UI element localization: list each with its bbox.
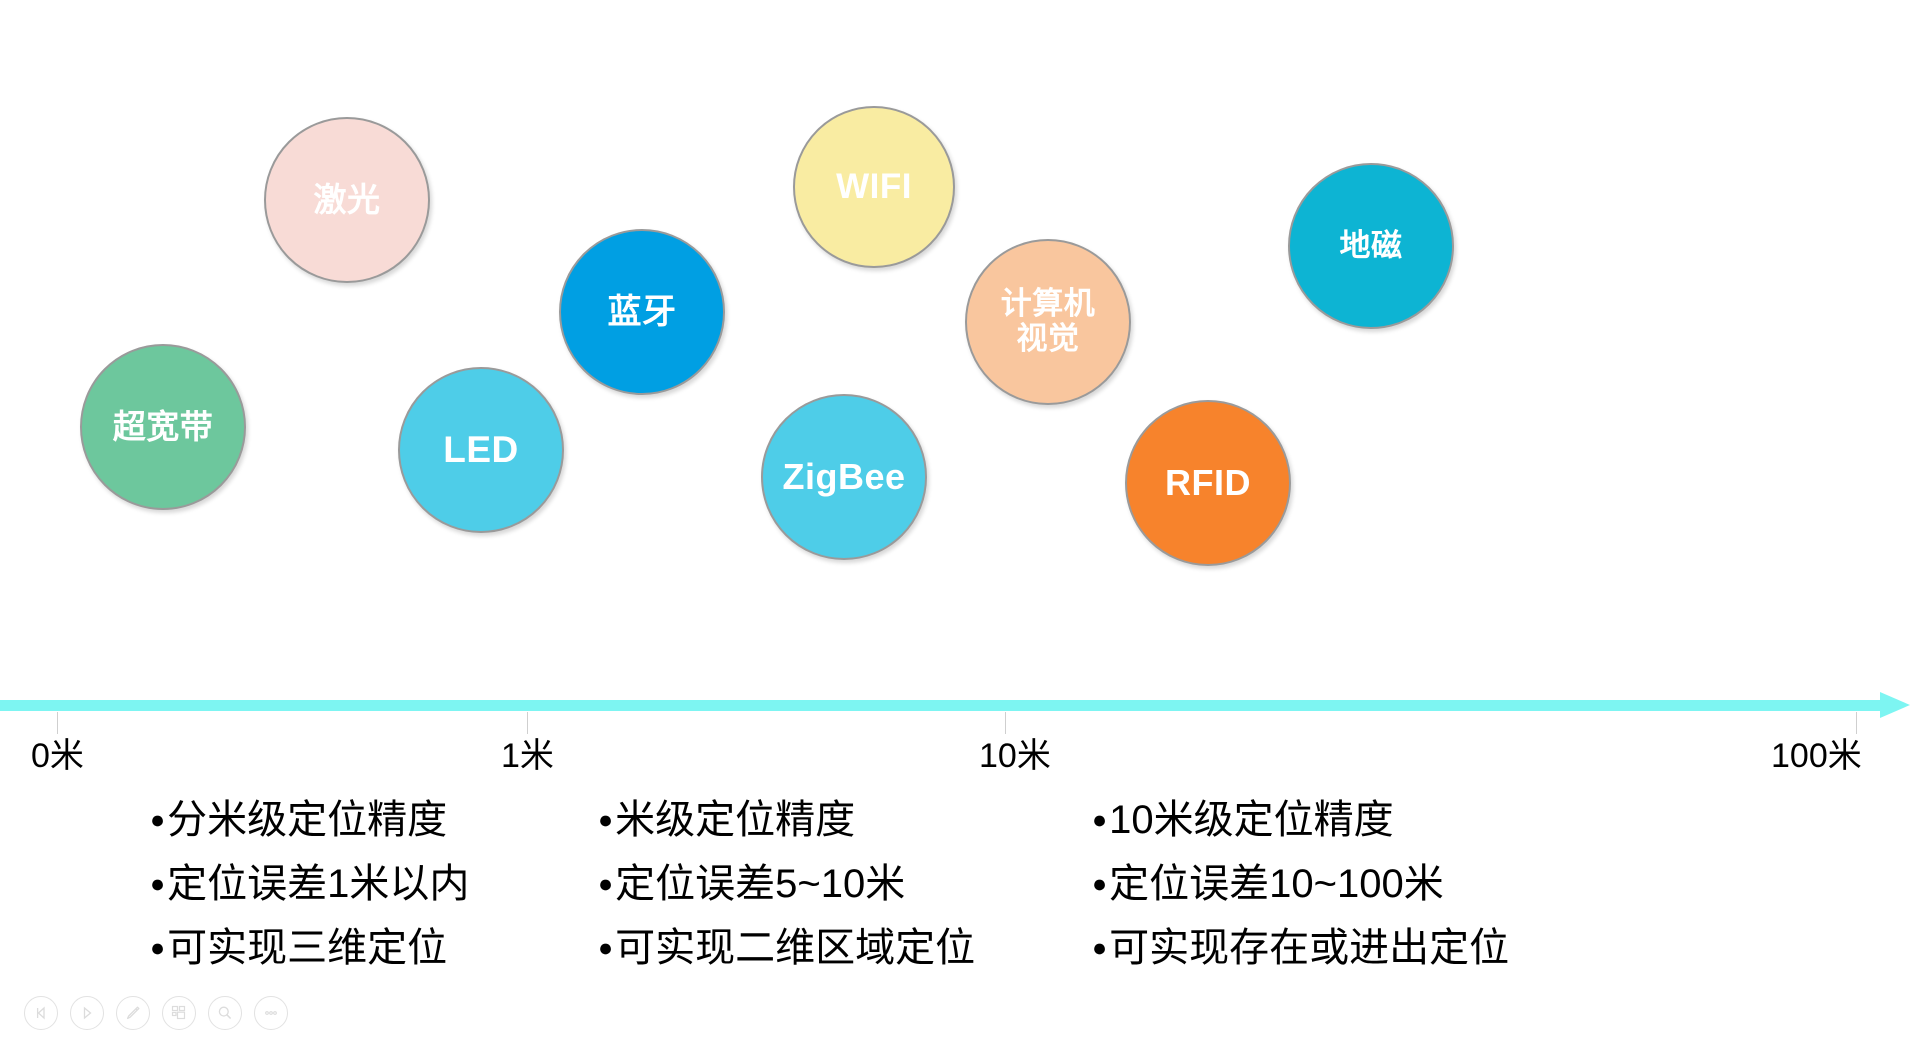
bubble-label: LED [443, 429, 519, 471]
pen-tool-button[interactable] [116, 996, 150, 1030]
axis-tick-label: 1米 [501, 737, 554, 775]
bullet-text: 可实现存在或进出定位 [1109, 926, 1510, 970]
bullet-item: ●定位误差10~100米 [1092, 862, 1509, 906]
bullet-dot-icon: ● [598, 934, 614, 962]
column-decimeter: ●分米级定位精度●定位误差1米以内●可实现三维定位 [150, 798, 469, 990]
bubble-label: WIFI [836, 167, 912, 207]
axis-tick [57, 712, 58, 734]
bullet-dot-icon: ● [598, 806, 614, 834]
bullet-dot-icon: ● [150, 870, 166, 898]
bubble-cv[interactable]: 计算机 视觉 [965, 239, 1131, 405]
ellipsis-icon [262, 1004, 280, 1022]
bullet-dot-icon: ● [1092, 934, 1108, 962]
column-meter: ●米级定位精度●定位误差5~10米●可实现二维区域定位 [598, 798, 975, 990]
bullet-dot-icon: ● [598, 870, 614, 898]
zoom-tool-button[interactable] [208, 996, 242, 1030]
bubble-label: 蓝牙 [607, 292, 677, 331]
bubble-laser[interactable]: 激光 [264, 117, 430, 283]
bullet-dot-icon: ● [150, 806, 166, 834]
axis-tick-label: 10米 [979, 737, 1051, 775]
axis-tick-label: 100米 [1771, 737, 1862, 775]
column-ten-meter: ●10米级定位精度●定位误差10~100米●可实现存在或进出定位 [1092, 798, 1509, 990]
bubble-label: 计算机 视觉 [1000, 286, 1096, 356]
bullet-text: 定位误差1米以内 [167, 862, 470, 906]
bubble-geomag[interactable]: 地磁 [1288, 163, 1454, 329]
bullet-item: ●定位误差1米以内 [150, 862, 469, 906]
bullet-dot-icon: ● [1092, 870, 1108, 898]
axis-tick [1005, 712, 1006, 734]
magnifier-icon [216, 1004, 234, 1022]
bullet-dot-icon: ● [1092, 806, 1108, 834]
bubble-label: 激光 [313, 180, 381, 218]
bullet-item: ●定位误差5~10米 [598, 862, 975, 906]
play-icon [79, 1005, 95, 1021]
axis-tick-label: 0米 [31, 737, 84, 775]
accuracy-axis [0, 692, 1913, 722]
bullet-item: ●10米级定位精度 [1092, 798, 1509, 842]
axis-arrow-icon [1880, 692, 1910, 718]
grid-icon [170, 1004, 188, 1022]
bubble-label: ZigBee [782, 455, 906, 497]
bubble-label: RFID [1165, 461, 1251, 503]
bullet-text: 定位误差10~100米 [1109, 862, 1444, 906]
bullet-text: 可实现三维定位 [167, 926, 448, 970]
bubble-label: 超宽带 [112, 407, 214, 445]
more-options-button[interactable] [254, 996, 288, 1030]
bullet-item: ●可实现三维定位 [150, 926, 469, 970]
bubble-bluetooth[interactable]: 蓝牙 [559, 229, 725, 395]
bullet-dot-icon: ● [150, 934, 166, 962]
bullet-item: ●可实现存在或进出定位 [1092, 926, 1509, 970]
bubble-zigbee[interactable]: ZigBee [761, 394, 927, 560]
slide-grid-button[interactable] [162, 996, 196, 1030]
previous-slide-button[interactable] [24, 996, 58, 1030]
axis-line [0, 700, 1895, 711]
bullet-item: ●米级定位精度 [598, 798, 975, 842]
bubble-uwb[interactable]: 超宽带 [80, 344, 246, 510]
bullet-text: 分米级定位精度 [167, 798, 448, 842]
bullet-text: 定位误差5~10米 [615, 862, 906, 906]
bullet-text: 10米级定位精度 [1109, 798, 1394, 842]
bullet-item: ●分米级定位精度 [150, 798, 469, 842]
previous-icon [33, 1005, 49, 1021]
bullet-text: 可实现二维区域定位 [615, 926, 976, 970]
bullet-text: 米级定位精度 [615, 798, 856, 842]
pen-icon [124, 1004, 142, 1022]
axis-tick [527, 712, 528, 734]
bullet-item: ●可实现二维区域定位 [598, 926, 975, 970]
bubble-rfid[interactable]: RFID [1125, 400, 1291, 566]
axis-tick [1856, 712, 1857, 734]
next-slide-button[interactable] [70, 996, 104, 1030]
bubble-wifi[interactable]: WIFI [793, 106, 955, 268]
bubble-label: 地磁 [1339, 227, 1403, 263]
bubble-led[interactable]: LED [398, 367, 564, 533]
slideshow-toolbar[interactable] [24, 996, 288, 1030]
